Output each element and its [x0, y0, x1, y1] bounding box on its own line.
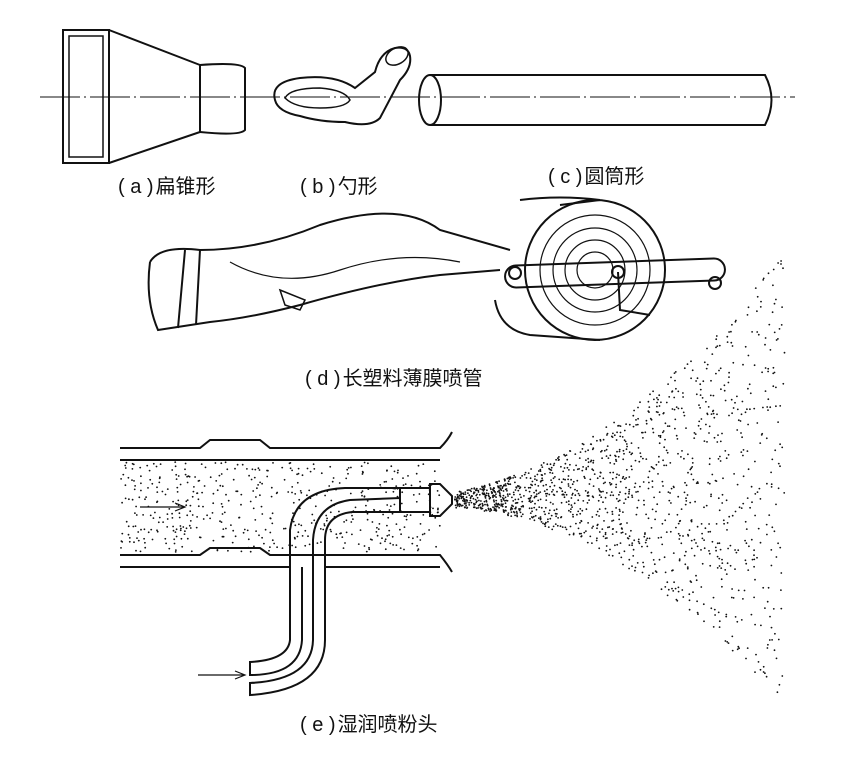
label-name: 扁锥形 — [155, 174, 216, 198]
figure-label-c: ( c )圆筒形 — [548, 160, 644, 189]
figure-label-e: ( e )湿润喷粉头 — [300, 708, 438, 737]
label-letter: ( c ) — [548, 166, 583, 188]
label-name: 勺形 — [337, 174, 378, 198]
wet-dust-nozzle — [120, 260, 786, 697]
label-name: 长塑料薄膜喷管 — [342, 366, 483, 390]
figure-label-a: ( a )扁锥形 — [118, 170, 216, 199]
figure-label-b: ( b )勺形 — [300, 170, 378, 199]
label-letter: ( e ) — [300, 714, 336, 736]
label-letter: ( b ) — [300, 176, 336, 198]
cylinder-nozzle — [418, 74, 773, 126]
label-name: 湿润喷粉头 — [337, 712, 438, 736]
figure-label-d: ( d )长塑料薄膜喷管 — [305, 362, 483, 391]
label-name: 圆筒形 — [584, 164, 645, 188]
spray-particles — [120, 260, 786, 694]
plastic-film-tube — [147, 196, 726, 341]
label-letter: ( d ) — [305, 368, 341, 390]
flat-cone-nozzle — [62, 29, 246, 164]
label-letter: ( a ) — [118, 176, 154, 198]
spoon-nozzle — [273, 46, 412, 126]
